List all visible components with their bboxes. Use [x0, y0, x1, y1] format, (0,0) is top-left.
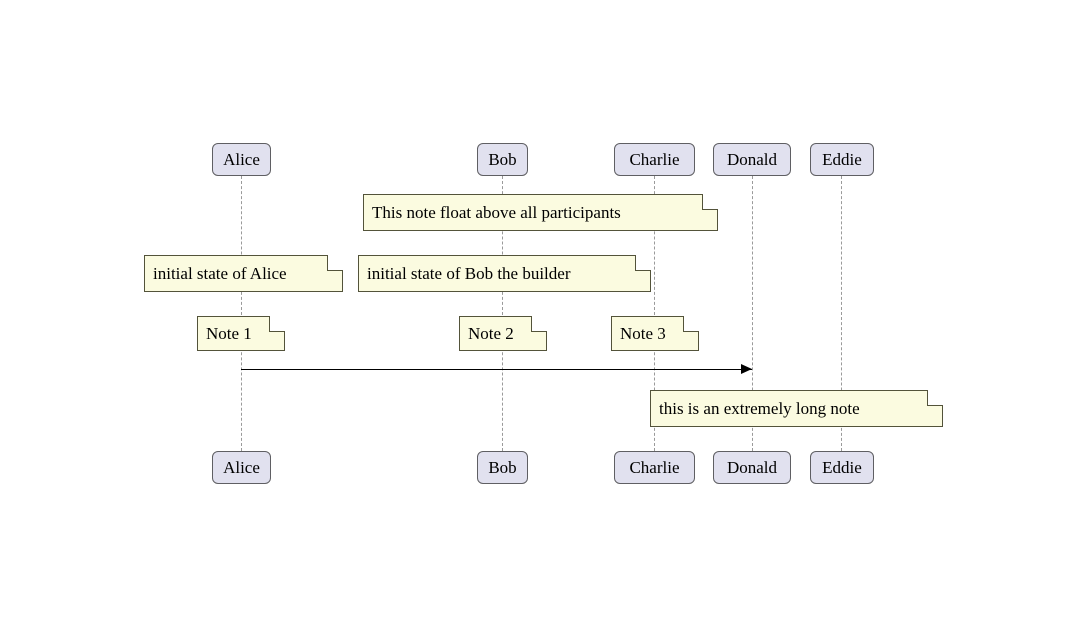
lifeline-charlie — [653, 176, 655, 451]
note-fold-corner-icon — [327, 255, 343, 271]
participant-top-alice[interactable]: Alice — [212, 143, 271, 176]
note-text: Note 2 — [468, 324, 514, 343]
participant-label: Charlie — [629, 458, 680, 477]
lifeline-eddie — [840, 176, 842, 451]
note-1[interactable]: Note 1 — [197, 316, 285, 351]
participant-top-eddie[interactable]: Eddie — [810, 143, 874, 176]
note-float-above-all[interactable]: This note float above all participants — [363, 194, 718, 231]
note-text: Note 3 — [620, 324, 666, 343]
note-fold-corner-icon — [269, 316, 285, 332]
message-line-1[interactable] — [241, 369, 752, 370]
participant-label: Charlie — [629, 150, 680, 169]
note-3[interactable]: Note 3 — [611, 316, 699, 351]
participant-label: Bob — [488, 150, 517, 169]
note-text: initial state of Alice — [153, 264, 287, 283]
participant-top-donald[interactable]: Donald — [713, 143, 791, 176]
lifeline-donald — [751, 176, 753, 451]
lifeline-alice — [240, 176, 242, 451]
participant-top-charlie[interactable]: Charlie — [614, 143, 695, 176]
participant-label: Eddie — [822, 150, 862, 169]
note-initial-state-bob[interactable]: initial state of Bob the builder — [358, 255, 651, 292]
note-fold-corner-icon — [702, 194, 718, 210]
note-fold-corner-icon — [927, 390, 943, 406]
note-text: this is an extremely long note — [659, 399, 860, 418]
participant-label: Alice — [223, 458, 260, 477]
note-text: This note float above all participants — [372, 203, 621, 222]
participant-label: Donald — [726, 458, 778, 477]
participant-label: Eddie — [822, 458, 862, 477]
participant-label: Alice — [223, 150, 260, 169]
participant-top-bob[interactable]: Bob — [477, 143, 528, 176]
participant-bottom-donald[interactable]: Donald — [713, 451, 791, 484]
participant-bottom-eddie[interactable]: Eddie — [810, 451, 874, 484]
note-fold-corner-icon — [635, 255, 651, 271]
participant-label: Donald — [726, 150, 778, 169]
participant-bottom-bob[interactable]: Bob — [477, 451, 528, 484]
participant-bottom-alice[interactable]: Alice — [212, 451, 271, 484]
participant-label: Bob — [488, 458, 517, 477]
note-text: Note 1 — [206, 324, 252, 343]
note-fold-corner-icon — [531, 316, 547, 332]
note-initial-state-alice[interactable]: initial state of Alice — [144, 255, 343, 292]
note-text: initial state of Bob the builder — [367, 264, 571, 283]
lifeline-bob — [501, 176, 503, 451]
note-extremely-long[interactable]: this is an extremely long note — [650, 390, 943, 427]
participant-bottom-charlie[interactable]: Charlie — [614, 451, 695, 484]
note-2[interactable]: Note 2 — [459, 316, 547, 351]
message-arrowhead-1 — [741, 364, 752, 375]
note-fold-corner-icon — [683, 316, 699, 332]
